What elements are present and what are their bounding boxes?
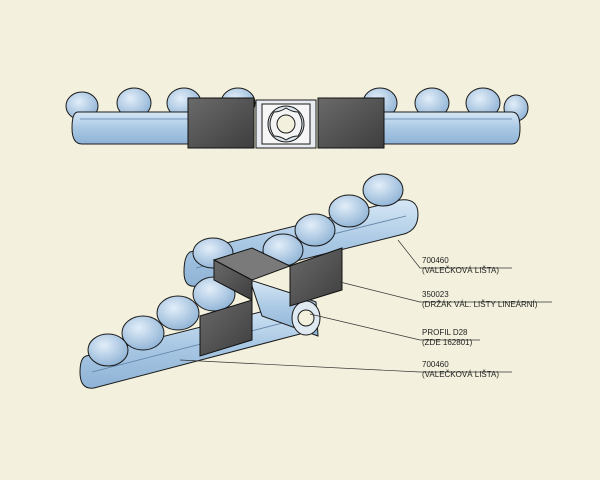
callout-roller-rail-upper: 700460 (VALEČKOVÁ LIŠTA) xyxy=(422,256,499,276)
iso-connectors xyxy=(199,247,343,357)
iso-profile-tube xyxy=(249,279,321,337)
callout-desc: (ZDE 162801) xyxy=(422,338,473,347)
top-view-profile-section xyxy=(255,99,317,149)
top-view-right-rail xyxy=(379,111,521,145)
leader-lines xyxy=(179,239,552,373)
callout-desc: (VALEČKOVÁ LIŠTA) xyxy=(422,266,500,275)
callout-code: PROFIL D28 xyxy=(422,328,468,337)
top-view-right-connector xyxy=(317,97,385,149)
top-view-left-rail xyxy=(71,111,201,145)
iso-upper-rollers xyxy=(192,173,404,269)
callout-desc: (DRŽÁK VÁL. LIŠTY LINEÁRNÍ) xyxy=(422,300,538,309)
callout-code: 700460 xyxy=(422,360,449,369)
top-view-left-connector xyxy=(187,97,255,149)
top-view xyxy=(65,87,529,149)
callout-roller-rail-lower: 700460 (VALEČKOVÁ LIŠTA) xyxy=(422,360,499,380)
callout-desc: (VALEČKOVÁ LIŠTA) xyxy=(422,370,500,379)
callout-holder: 350023 (DRŽÁK VÁL. LIŠTY LINEÁRNÍ) xyxy=(422,290,537,310)
callout-profile: PROFIL D28 (ZDE 162801) xyxy=(422,328,472,348)
callout-code: 700460 xyxy=(422,256,449,265)
isometric-view xyxy=(79,173,419,389)
iso-lower-rollers xyxy=(87,276,236,367)
callout-code: 350023 xyxy=(422,290,449,299)
